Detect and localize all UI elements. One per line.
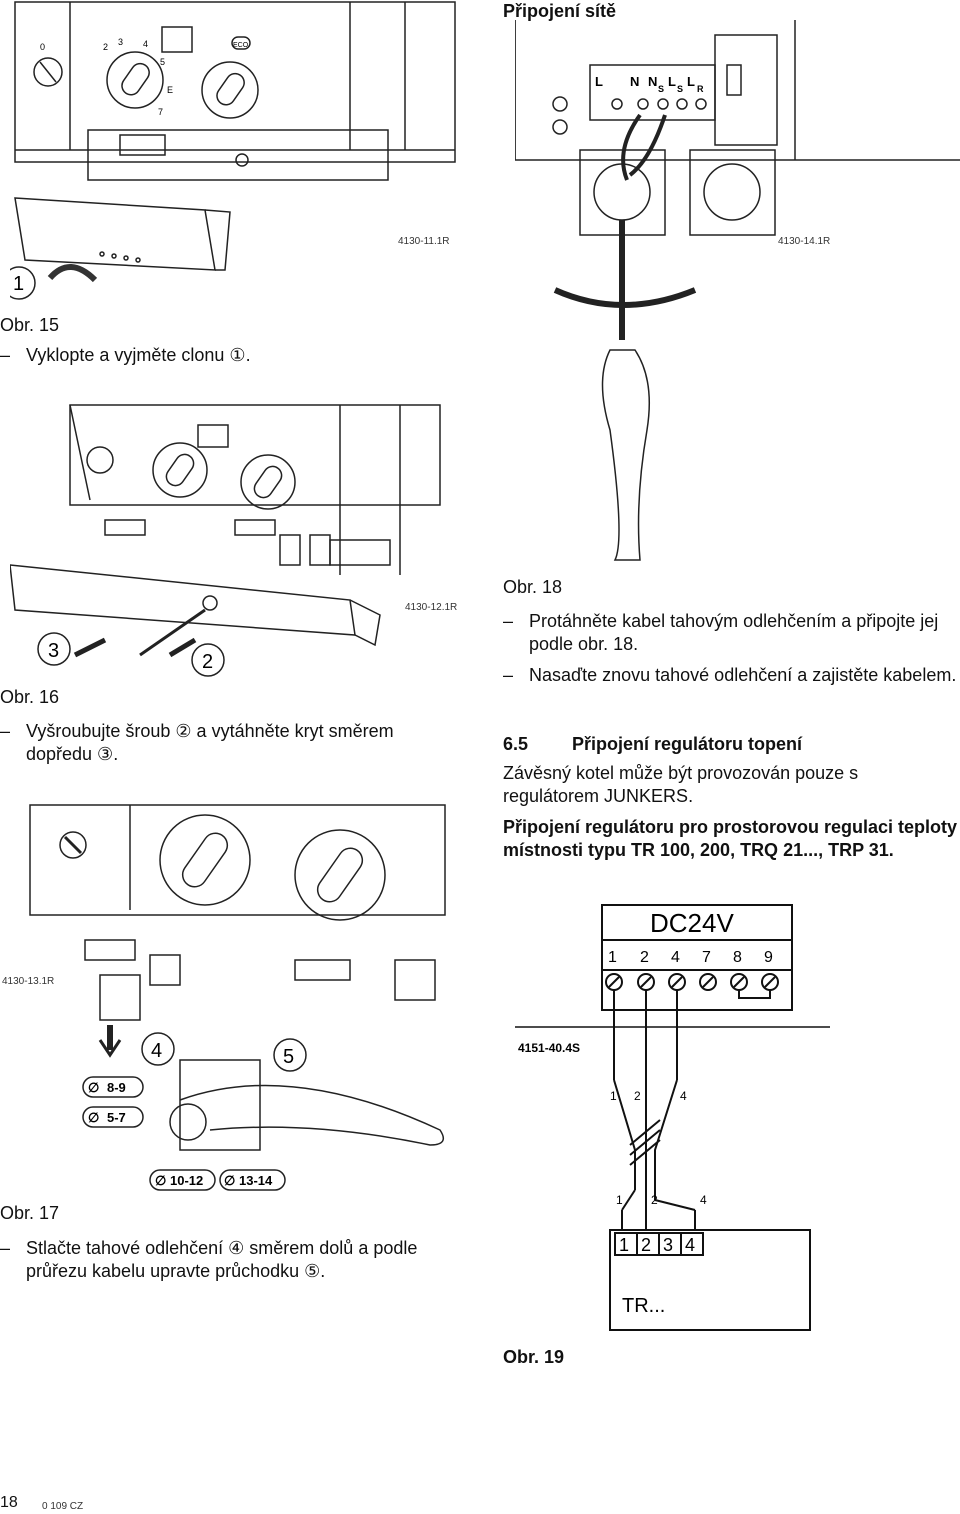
- fig17-dia-1: 8-9: [107, 1080, 126, 1095]
- fig15-caption: Obr. 15: [0, 315, 60, 335]
- document-code: 0 109 CZ: [42, 1501, 84, 1512]
- fig19-terminal-number: 2: [640, 949, 649, 966]
- fig18-terminal-label: L: [687, 74, 695, 89]
- fig19-terminal-number: 9: [764, 949, 773, 966]
- fig18-step2: – Nasaďte znovu tahové odlehčení a zajis…: [503, 664, 960, 687]
- fig17-dia-symbol: ∅: [224, 1173, 235, 1188]
- fig18-terminal-sub: R: [697, 84, 704, 94]
- fig18-caption: Obr. 18: [503, 577, 563, 597]
- fig17-code: 4130-13.1R: [2, 976, 55, 987]
- fig17-dia-3: 10-12: [170, 1173, 203, 1188]
- section-title: Připojení regulátoru topení: [572, 734, 803, 754]
- fig19-header: DC24V: [650, 908, 734, 938]
- fig17-dia-symbol: ∅: [88, 1110, 99, 1125]
- fig19-tr-block: 1: [619, 1235, 629, 1255]
- fig17-dia-symbol: ∅: [88, 1080, 99, 1095]
- fig15-knob-label: 4: [143, 39, 148, 49]
- fig15-step-number: 1: [13, 273, 24, 295]
- fig15-knob-label: 3: [118, 37, 123, 47]
- fig17-dia-4: 13-14: [239, 1173, 273, 1188]
- bullet-dash: –: [0, 345, 11, 365]
- fig19-code: 4151-40.4S: [518, 1041, 580, 1055]
- fig19-terminal-number: 1: [608, 949, 617, 966]
- section-para2: Připojení regulátoru pro prostorovou reg…: [503, 817, 958, 860]
- bullet-dash: –: [503, 665, 514, 685]
- fig17-callout-4: 4: [151, 1040, 162, 1062]
- fig19-wire-label: 4: [680, 1089, 687, 1103]
- fig15-eco-label: ECO: [233, 42, 249, 49]
- fig19-wire-label: 1: [610, 1089, 617, 1103]
- fig17-instruction-text: Stlačte tahové odlehčení ④ směrem dolů a…: [26, 1238, 418, 1281]
- fig19-tr-label: 2: [651, 1193, 658, 1207]
- fig16-callout-3: 3: [48, 640, 59, 662]
- fig19-tr-label: 1: [616, 1193, 623, 1207]
- fig17-caption: Obr. 17: [0, 1203, 60, 1223]
- fig15-knob-label: 0: [40, 42, 45, 52]
- fig15-instruction-text: Vyklopte a vyjměte clonu ①.: [26, 345, 251, 365]
- fig15-instruction: – Vyklopte a vyjměte clonu ①.: [0, 344, 450, 367]
- section-header: Připojení sítě: [503, 1, 617, 21]
- fig17-dia-2: 5-7: [107, 1110, 126, 1125]
- page-number: 18: [0, 1494, 18, 1511]
- bullet-dash: –: [0, 1238, 11, 1258]
- fig15-code: 4130-11.1R: [398, 236, 450, 247]
- fig19-wiring-diagram: DC24V 1 2 4 7 8 9 4151-40.4S 1 2 4 1 2 4…: [515, 904, 830, 1331]
- fig18-terminal-label: N: [648, 74, 657, 89]
- fig17-instruction: – Stlačte tahové odlehčení ④ směrem dolů…: [0, 1237, 460, 1283]
- fig17-callout-5: 5: [283, 1046, 294, 1068]
- fig18-step1-text: Protáhněte kabel tahovým odlehčením a př…: [529, 611, 939, 654]
- fig19-tr-name: TR...: [622, 1295, 665, 1317]
- fig17-illustration: 4 5 ∅ 8-9 ∅ 5-7 ∅ 10-12 ∅ 13-14: [29, 804, 446, 1191]
- fig16-illustration: 3 2: [10, 404, 441, 677]
- section-para1: Závěsný kotel může být provozován pouze …: [503, 763, 859, 806]
- fig15-knob-label: 2: [103, 42, 108, 52]
- fig19-terminal-number: 7: [702, 949, 711, 966]
- fig19-tr-label: 4: [700, 1193, 707, 1207]
- section-number: 6.5: [503, 734, 529, 754]
- fig19-wire-label: 2: [634, 1089, 641, 1103]
- fig17-dia-symbol: ∅: [155, 1173, 166, 1188]
- fig18-terminal-label: N: [630, 74, 639, 89]
- fig18-illustration: L N N S L S L R: [515, 20, 960, 561]
- fig19-caption: Obr. 19: [503, 1347, 565, 1367]
- fig18-terminal-sub: S: [658, 84, 664, 94]
- fig18-step2-text: Nasaďte znovu tahové odlehčení a zajistě…: [529, 665, 957, 685]
- fig16-instruction-text: Vyšroubujte šroub ② a vytáhněte kryt smě…: [26, 721, 394, 764]
- bullet-dash: –: [0, 721, 11, 741]
- fig19-tr-block: 2: [641, 1235, 651, 1255]
- fig18-terminal-sub: S: [677, 84, 683, 94]
- fig15-knob-label: E: [167, 85, 173, 95]
- fig18-code: 4130-14.1R: [778, 236, 831, 247]
- fig16-code: 4130-12.1R: [405, 602, 458, 613]
- bullet-dash: –: [503, 611, 514, 631]
- fig15-knob-label: 7: [158, 107, 163, 117]
- fig15-knob-label: 5: [160, 57, 165, 67]
- fig16-callout-2: 2: [202, 651, 213, 673]
- fig19-terminal-number: 8: [733, 949, 742, 966]
- fig19-tr-block: 4: [685, 1235, 695, 1255]
- fig15-illustration: 0 2 3 4 5 E 7 ECO 1: [10, 1, 456, 300]
- fig18-step1: – Protáhněte kabel tahovým odlehčením a …: [503, 610, 960, 656]
- fig19-terminal-number: 4: [671, 949, 680, 966]
- fig19-tr-block: 3: [663, 1235, 673, 1255]
- fig18-terminal-label: L: [668, 74, 676, 89]
- fig16-caption: Obr. 16: [0, 687, 60, 707]
- fig18-terminal-label: L: [595, 74, 603, 89]
- fig16-instruction: – Vyšroubujte šroub ② a vytáhněte kryt s…: [0, 720, 450, 766]
